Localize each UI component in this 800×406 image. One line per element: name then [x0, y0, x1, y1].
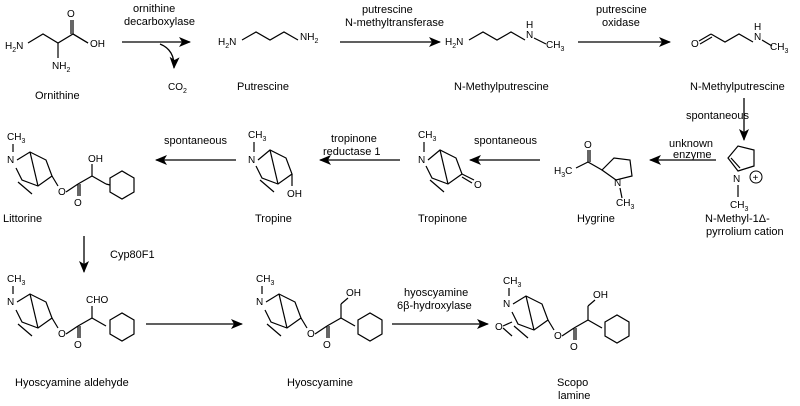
hyoscyamine-label: Hyoscyamine	[287, 377, 353, 389]
hyoscyamine-aldehyde-label: Hyoscyamine aldehyde	[15, 377, 129, 389]
n-methylputrescine-label: N-Methylputrescine	[454, 81, 549, 93]
enzyme-cyp80f1: Cyp80F1	[110, 249, 155, 261]
svg-text:H2N: H2N	[218, 37, 236, 50]
tropine-label: Tropine	[255, 213, 292, 225]
unknown-enzyme-line2: enzyme	[673, 149, 712, 161]
spontaneous-label-1: spontaneous	[686, 110, 749, 122]
svg-text:O: O	[554, 331, 562, 342]
tropinone-label: Tropinone	[418, 213, 467, 225]
svg-text:N: N	[614, 178, 621, 189]
svg-text:CHO: CHO	[86, 295, 108, 306]
svg-text:N: N	[503, 299, 510, 310]
svg-text:CH3: CH3	[546, 40, 564, 53]
svg-text:O: O	[691, 39, 699, 50]
pyrrolium-label-line1: N-Methyl-1Δ-	[705, 213, 770, 225]
scopolamine-label-line1: Scopo	[557, 377, 588, 389]
n-methylaminobutanal-structure: O N H CH3	[691, 22, 788, 55]
scopolamine-label-line2: lamine	[558, 390, 590, 402]
enzyme-odc-line2: decarboxylase	[124, 16, 195, 28]
svg-text:OH: OH	[346, 288, 361, 299]
svg-text:N: N	[733, 174, 740, 185]
svg-text:O: O	[58, 329, 66, 340]
ornithine-amine-label: H2N	[5, 41, 23, 54]
svg-text:O: O	[307, 329, 315, 340]
pyrrolium-label-line2: pyrrolium cation	[706, 226, 784, 238]
svg-text:CH3: CH3	[418, 130, 436, 143]
n-methylputrescine-structure: H2N N H CH3	[445, 20, 564, 53]
svg-text:N: N	[754, 32, 761, 43]
svg-text:OH: OH	[593, 290, 608, 301]
svg-text:H: H	[526, 20, 533, 31]
svg-text:O: O	[495, 322, 503, 333]
spontaneous-label-2: spontaneous	[474, 135, 537, 147]
tropinone-structure: CH3 N O	[418, 130, 482, 193]
enzyme-pmt-line1: putrescine	[362, 4, 413, 16]
svg-text:N: N	[7, 297, 14, 308]
ornithine-carbonyl-o: O	[67, 9, 75, 20]
hyoscyamine-aldehyde-structure: CH3 N O O CHO	[7, 274, 135, 351]
enzyme-pox-line2: oxidase	[602, 17, 640, 29]
ornithine-oh-label: OH	[90, 39, 105, 50]
svg-text:O: O	[584, 140, 592, 151]
n-methylputrescine-aldehyde-label: N-Methylputrescine	[690, 81, 785, 93]
svg-text:O: O	[570, 342, 578, 353]
enzyme-tr1-line2: reductase 1	[323, 146, 380, 158]
hyoscyamine-structure: CH3 N O O OH	[256, 274, 383, 351]
svg-text:CH3: CH3	[248, 130, 266, 143]
svg-text:OH: OH	[88, 154, 103, 165]
scopolamine-structure: CH3 N O O O OH	[495, 276, 630, 353]
putrescine-label: Putrescine	[237, 81, 289, 93]
svg-text:CH3: CH3	[7, 132, 25, 145]
svg-text:N: N	[526, 30, 533, 41]
svg-text:H2N: H2N	[445, 37, 463, 50]
littorine-structure: CH3 N O O OH	[7, 132, 135, 209]
svg-text:O: O	[58, 187, 66, 198]
svg-text:N: N	[7, 155, 14, 166]
svg-text:O: O	[74, 198, 82, 209]
svg-text:CH3: CH3	[256, 274, 274, 287]
svg-text:+: +	[753, 173, 759, 184]
arrow-co2-release	[159, 43, 180, 69]
ornithine-label: Ornithine	[35, 90, 80, 102]
unknown-enzyme-line1: unknown	[669, 138, 713, 150]
ornithine-alpha-amine-label: NH2	[52, 61, 70, 74]
ornithine-structure: H2N O OH NH2	[5, 9, 105, 74]
svg-text:O: O	[323, 340, 331, 351]
svg-text:O: O	[474, 180, 482, 191]
svg-text:CH3: CH3	[503, 276, 521, 289]
enzyme-odc-line1: ornithine	[133, 3, 175, 15]
enzyme-tr1-line1: tropinone	[331, 133, 377, 145]
putrescine-structure: H2N NH2	[218, 31, 318, 50]
svg-text:CH3: CH3	[730, 200, 748, 213]
svg-text:H3C: H3C	[554, 166, 572, 179]
svg-text:O: O	[74, 340, 82, 351]
svg-text:N: N	[418, 155, 425, 166]
enzyme-pox-line1: putrescine	[596, 4, 647, 16]
enzyme-h6h-line2: 6β-hydroxylase	[397, 300, 472, 312]
svg-text:NH2: NH2	[300, 32, 318, 45]
littorine-label: Littorine	[3, 213, 42, 225]
svg-text:N: N	[248, 155, 255, 166]
svg-text:CH3: CH3	[616, 198, 634, 211]
svg-text:N: N	[256, 297, 263, 308]
co2-label: CO2	[168, 82, 187, 95]
svg-text:CH3: CH3	[7, 274, 25, 287]
svg-text:H: H	[754, 22, 761, 33]
svg-text:CH3: CH3	[770, 42, 788, 55]
pyrrolium-cation-structure: N CH3 +	[727, 145, 763, 213]
spontaneous-label-3: spontaneous	[164, 135, 227, 147]
enzyme-pmt-line2: N-methyltransferase	[345, 17, 444, 29]
svg-text:OH: OH	[287, 189, 302, 200]
enzyme-h6h-line1: hyoscyamine	[404, 287, 468, 299]
tropine-structure: CH3 N OH	[248, 130, 302, 200]
hygrine-structure: H3C O N CH3	[554, 140, 634, 211]
hygrine-label: Hygrine	[577, 213, 615, 225]
